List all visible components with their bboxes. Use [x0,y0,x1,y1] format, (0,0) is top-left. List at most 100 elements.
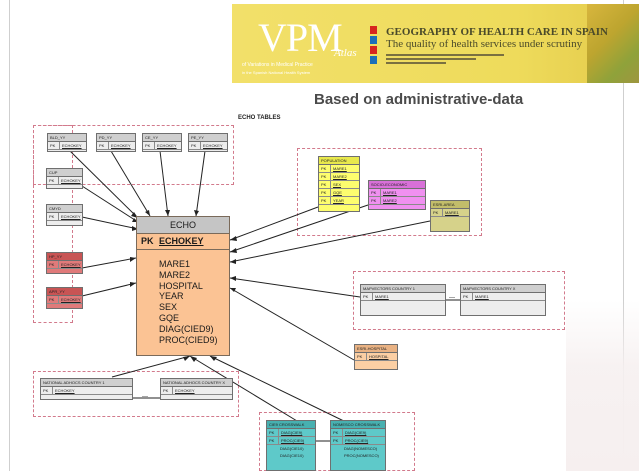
group-population [297,148,482,236]
key-field: MARE1 [375,294,389,299]
pk-label: PK [331,437,343,444]
dash-separator: — [449,295,455,301]
background-fade [566,300,639,471]
key-field: ECHOKEY [61,297,81,302]
pk-label: PK [319,173,331,180]
logo-subtitle: of Variations in Medical Practice [242,62,313,68]
group-mapvectors [353,271,565,330]
pk-label: PK [267,437,279,444]
key-field: ECHOKEY [55,388,75,393]
table-title: CMYD [47,205,82,213]
header-banner: VPM Atlas of Variations in Medical Pract… [232,4,639,83]
logo-square-blue-2 [370,56,377,64]
logo-square-blue [370,36,377,44]
pk-label: PK [161,387,173,394]
table-title: PD_YY [97,134,135,142]
table-title: CE_YY [143,134,181,142]
table-title: MAPVECTORS COUNTRY X [461,285,545,293]
key-field: ECHOKEY [111,143,131,148]
pk-label: PK [355,353,367,360]
pk-label: PK [47,177,59,184]
pk-label: PK [369,197,381,204]
echo-primary-key: ECHOKEY [159,236,204,246]
echo-field: MARE2 [159,269,191,280]
key-field: MARE1 [445,210,459,215]
echo-field: SEX [159,302,178,313]
key-field: HOSPITAL [369,354,389,359]
echo-table-title: ECHO [137,217,229,234]
echo-field: GQE [159,312,180,323]
map-of-spain-graphic [587,4,639,83]
key-field: MARE1 [475,294,489,299]
pk-label: PK [431,209,443,216]
echo-field: MARE1 [159,259,191,269]
key-field: ECHOKEY [61,214,81,219]
table-row: DIAG(CIE10) [280,453,304,458]
pk-label: PK [319,197,331,204]
banner-fine-print [386,58,476,60]
pk-label: PK [369,189,381,196]
slide-heading: Based on administrative-data [314,91,524,108]
key-field: YEAR [333,198,344,203]
table-title: CIE9 CROSSWALK [267,421,315,429]
table-title: APR_YY [47,288,82,296]
pk-label: PK [97,142,109,149]
logo-atlas: Atlas [334,47,357,59]
echo-field: YEAR [159,291,184,302]
echo-field: DIAG(CIED9) [159,323,214,334]
table-title: PE_YY [189,134,227,142]
echo-field: HOSPITAL [159,280,203,291]
key-field: DIAG(CIE9) [281,430,303,435]
key-field: ECHOKEY [61,178,81,183]
pk-label: PK [47,296,59,303]
pk-label: PK [319,181,331,188]
pk-label: PK [48,142,60,149]
banner-fine-print [386,54,504,56]
logo-vpm: VPM [258,15,343,60]
banner-fine-print [386,62,446,64]
pk-label: PK [461,293,473,300]
table-row: DIAG(NOMESCO) [344,446,378,451]
pk-label: PK [361,293,373,300]
group-national-adhocs [33,371,239,417]
table-title: CUP [47,169,82,177]
banner-subtitle: The quality of health services under scr… [386,38,583,50]
table-row: PROC(NOMESCO) [344,453,379,458]
table-title: NATIONAL ADHOCS COUNTRY X [161,379,232,387]
logo-square-red [370,26,377,34]
echo-field-list: MARE1 MARE2 HOSPITAL YEAR SEX GQE DIAG(C… [137,250,229,345]
pk-label: PK [47,213,59,220]
pk-label: PK [267,429,279,436]
table-title: ESRI-AREA [431,201,469,209]
